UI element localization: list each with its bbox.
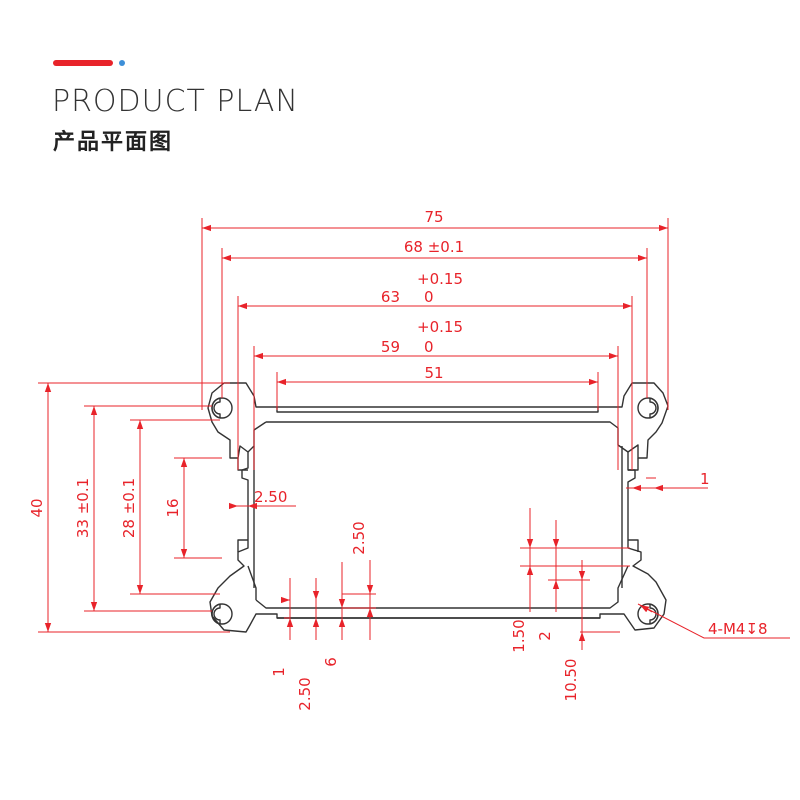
title-accent-bar	[53, 60, 113, 66]
label-63: 63	[381, 288, 400, 306]
label-75: 75	[424, 208, 443, 226]
label-bottom-1: 1	[270, 667, 288, 677]
extension-lines	[38, 218, 669, 633]
label-51: 51	[424, 364, 443, 382]
label-m4-callout: 4-M4↧8	[708, 620, 768, 638]
horizontal-dimensions	[202, 224, 668, 386]
label-right-2: 2	[536, 631, 554, 641]
label-63-tol-lower: 0	[424, 288, 434, 306]
title-accent-dot	[119, 60, 125, 66]
page-subtitle: 产品平面图	[53, 130, 174, 155]
label-16: 16	[164, 498, 182, 517]
enclosure-profile	[207, 382, 669, 633]
label-wall-1: 1	[700, 470, 710, 488]
page-title: PRODUCT PLAN	[52, 84, 299, 119]
label-28: 28 ±0.1	[120, 478, 138, 538]
label-slot-2-50-top: 2.50	[350, 521, 368, 554]
vertical-dimensions	[44, 383, 188, 632]
label-slot-2-50-side: 2.50	[254, 488, 287, 506]
label-bottom-2-50: 2.50	[296, 677, 314, 710]
label-59: 59	[381, 338, 400, 356]
label-bottom-6: 6	[322, 657, 340, 667]
local-dimensions	[229, 477, 790, 650]
label-33: 33 ±0.1	[74, 478, 92, 538]
label-right-10-50: 10.50	[562, 659, 580, 702]
screw-boss-bottom-right	[637, 603, 659, 625]
profile-outer-left	[207, 382, 669, 633]
label-right-1-50: 1.50	[510, 619, 528, 652]
screw-boss-bottom-left	[211, 603, 233, 625]
label-59-tol-upper: +0.15	[417, 318, 463, 336]
label-68: 68 ±0.1	[404, 238, 464, 256]
screw-boss-top-left	[211, 397, 233, 419]
label-40: 40	[28, 498, 46, 517]
label-59-tol-lower: 0	[424, 338, 434, 356]
label-63-tol-upper: +0.15	[417, 270, 463, 288]
screw-boss-top-right	[637, 397, 659, 419]
dimension-labels: 75 68 ±0.1 +0.15 63 0 +0.15 59 0 51 1 2.…	[28, 208, 768, 711]
